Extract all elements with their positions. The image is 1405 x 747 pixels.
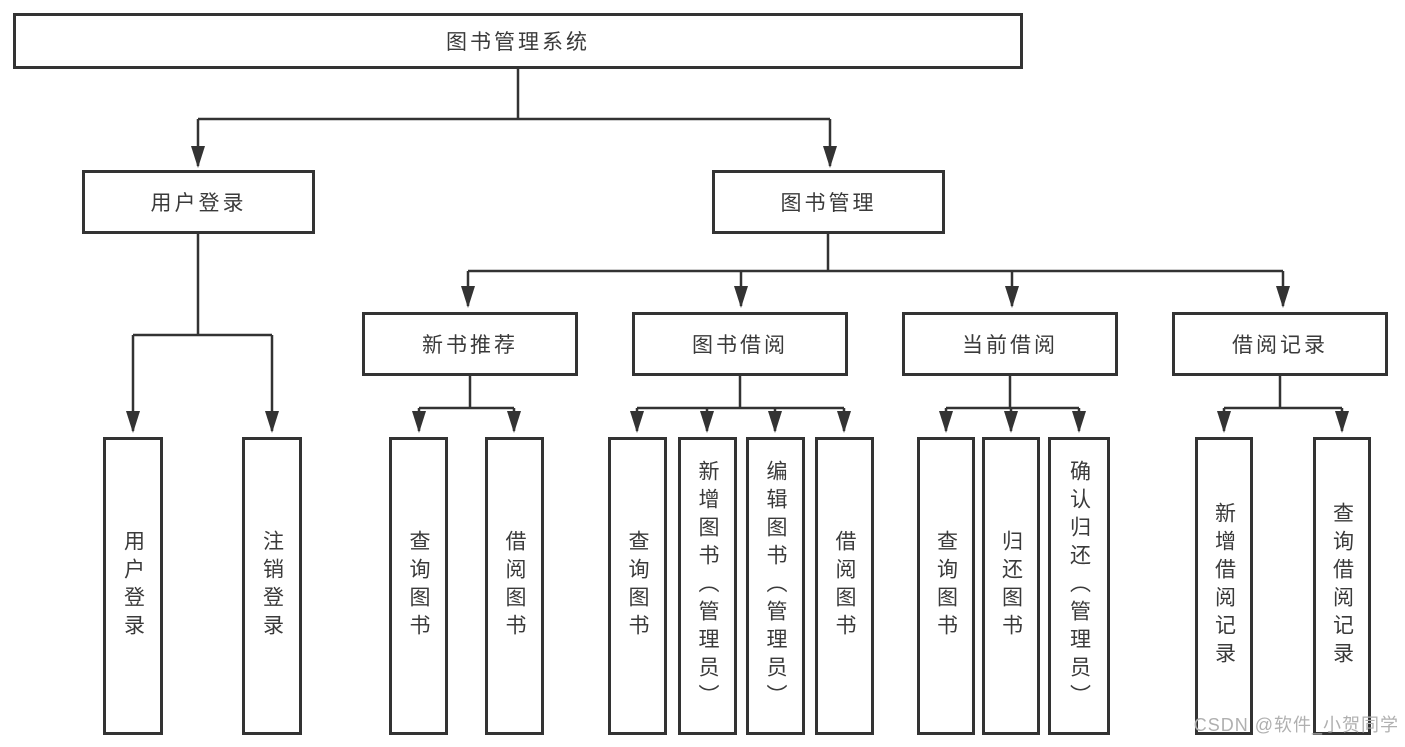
leaf-records-query-record: 查询借阅记录 (1313, 437, 1371, 735)
node-new-book-recommend-label: 新书推荐 (422, 334, 518, 357)
connector-root-split (198, 68, 830, 121)
leaf-borrowing-borrow-books-label: 借阅图书 (833, 530, 857, 642)
leaf-recommend-borrow-books-label: 借阅图书 (503, 530, 527, 642)
node-borrowing-records: 借阅记录 (1172, 312, 1388, 376)
csdn-watermark: CSDN @软件_小贺同学 (1193, 715, 1399, 735)
leaf-borrowing-add-books-label: 新增图书（管理员） (696, 460, 720, 712)
leaf-borrowing-query-books-label: 查询图书 (626, 530, 650, 642)
leaf-recommend-query-books: 查询图书 (389, 437, 448, 735)
leaf-user-login-label: 用户登录 (121, 530, 145, 642)
leaf-borrowing-add-books: 新增图书（管理员） (678, 437, 737, 735)
leaf-records-query-record-label: 查询借阅记录 (1330, 502, 1354, 670)
node-book-borrowing: 图书借阅 (632, 312, 848, 376)
leaf-user-login: 用户登录 (103, 437, 163, 735)
leaf-borrowing-edit-books: 编辑图书（管理员） (746, 437, 805, 735)
connector-records-split (1224, 376, 1342, 410)
connector-newbook-split (419, 376, 514, 410)
leaf-records-add-record-label: 新增借阅记录 (1212, 502, 1236, 670)
leaf-recommend-query-books-label: 查询图书 (407, 530, 431, 642)
node-current-borrowing-label: 当前借阅 (962, 334, 1058, 357)
leaf-current-confirm-return-label: 确认归还（管理员） (1067, 460, 1091, 712)
connector-current-split (946, 376, 1079, 410)
leaf-current-confirm-return: 确认归还（管理员） (1048, 437, 1110, 735)
leaf-borrowing-borrow-books: 借阅图书 (815, 437, 874, 735)
leaf-recommend-borrow-books: 借阅图书 (485, 437, 544, 735)
node-borrowing-records-label: 借阅记录 (1232, 334, 1328, 357)
node-book-management: 图书管理 (712, 170, 945, 234)
node-user-login: 用户登录 (82, 170, 315, 234)
node-book-management-label: 图书管理 (780, 192, 877, 215)
leaf-logout: 注销登录 (242, 437, 302, 735)
node-book-borrowing-label: 图书借阅 (692, 334, 788, 357)
node-root-label: 图书管理系统 (446, 31, 590, 54)
connector-userlogin-split (133, 234, 272, 337)
leaf-logout-label: 注销登录 (260, 530, 284, 642)
leaf-current-query-books-label: 查询图书 (934, 530, 958, 642)
leaf-borrowing-query-books: 查询图书 (608, 437, 667, 735)
leaf-current-return-books-label: 归还图书 (999, 530, 1023, 642)
leaf-current-return-books: 归还图书 (982, 437, 1040, 735)
node-current-borrowing: 当前借阅 (902, 312, 1118, 376)
node-new-book-recommend: 新书推荐 (362, 312, 578, 376)
node-root-system: 图书管理系统 (13, 13, 1023, 69)
connector-bookmgmt-split (468, 234, 1283, 273)
connector-borrowing-split (637, 376, 844, 410)
node-user-login-label: 用户登录 (150, 192, 247, 215)
leaf-records-add-record: 新增借阅记录 (1195, 437, 1253, 735)
leaf-current-query-books: 查询图书 (917, 437, 975, 735)
leaf-borrowing-edit-books-label: 编辑图书（管理员） (764, 460, 788, 712)
